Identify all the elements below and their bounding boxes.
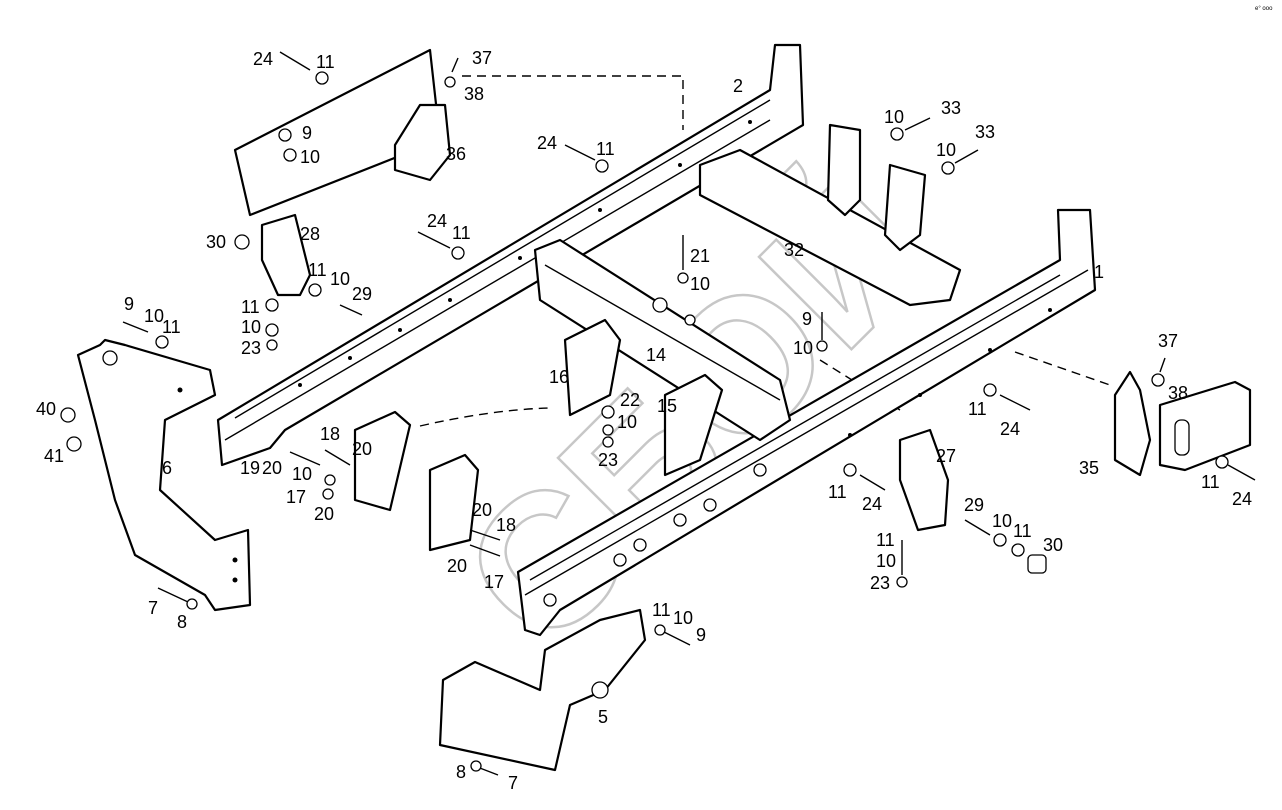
- callout-17: 17: [286, 487, 306, 507]
- callout-38: 38: [464, 84, 484, 104]
- callout-9: 9: [302, 123, 312, 143]
- callout-8: 8: [456, 762, 466, 782]
- callout-15: 15: [657, 396, 677, 416]
- front-bracket-6: [76, 338, 252, 612]
- callout-11: 11: [241, 297, 260, 317]
- callout-6: 6: [162, 458, 172, 478]
- callout-10: 10: [673, 608, 693, 628]
- callout-16: 16: [549, 367, 569, 387]
- callout-24: 24: [427, 211, 447, 231]
- callout-24: 24: [1000, 419, 1020, 439]
- callout-17: 17: [484, 572, 504, 592]
- rear-bracket-5: [438, 608, 647, 772]
- bolts: [60, 51, 1256, 776]
- callout-37: 37: [472, 48, 492, 68]
- callout-29: 29: [964, 495, 984, 515]
- callout-24: 24: [862, 494, 882, 514]
- bracket-20: [353, 410, 480, 552]
- callout-36: 36: [446, 144, 466, 164]
- bracket-27: [898, 428, 950, 532]
- callout-20: 20: [447, 556, 467, 576]
- callout-11: 11: [828, 482, 847, 502]
- callout-10: 10: [876, 551, 896, 571]
- callout-9: 9: [802, 309, 812, 329]
- callout-11: 11: [162, 317, 181, 337]
- callout-18: 18: [496, 515, 516, 535]
- callouts: 24 11 37 38 2 9 10 36 10 33 24 11 10 33 …: [36, 48, 1252, 793]
- callout-10: 10: [330, 269, 350, 289]
- callout-11: 11: [1201, 472, 1220, 492]
- callout-30: 30: [1043, 535, 1063, 555]
- upper-rail-section: [233, 48, 452, 217]
- callout-10: 10: [884, 107, 904, 127]
- callout-18: 18: [320, 424, 340, 444]
- bracket-35-and-buffer: [1113, 370, 1252, 477]
- callout-24: 24: [1232, 489, 1252, 509]
- corner-mark: e° ooo: [1255, 6, 1273, 12]
- bracket-28: [260, 213, 312, 297]
- callout-35: 35: [1079, 458, 1099, 478]
- callout-11: 11: [308, 260, 327, 280]
- cross-member-32: [698, 123, 962, 307]
- callout-7: 7: [508, 773, 518, 793]
- callout-38: 38: [1168, 383, 1188, 403]
- callout-33: 33: [975, 122, 995, 142]
- callout-20: 20: [314, 504, 334, 524]
- callout-21: 21: [690, 246, 710, 266]
- callout-11: 11: [1013, 521, 1032, 541]
- callout-10: 10: [300, 147, 320, 167]
- callout-11: 11: [968, 399, 987, 419]
- callout-37: 37: [1158, 331, 1178, 351]
- callout-14: 14: [646, 345, 666, 365]
- cross-member-14: [533, 238, 792, 442]
- callout-10: 10: [992, 511, 1012, 531]
- callout-5: 5: [598, 707, 608, 727]
- callout-41: 41: [44, 446, 64, 466]
- left-frame-rail: [216, 43, 805, 467]
- callout-28: 28: [300, 224, 320, 244]
- callout-30: 30: [206, 232, 226, 252]
- callout-27: 27: [936, 446, 956, 466]
- callout-2: 2: [733, 76, 743, 96]
- callout-24: 24: [537, 133, 557, 153]
- callout-29: 29: [352, 284, 372, 304]
- callout-9: 9: [124, 294, 134, 314]
- callout-1: 1: [1094, 262, 1104, 282]
- callout-10: 10: [793, 338, 813, 358]
- callout-23: 23: [870, 573, 890, 593]
- callout-22: 22: [620, 390, 640, 410]
- callout-10: 10: [241, 317, 261, 337]
- callout-10: 10: [144, 306, 164, 326]
- callout-10: 10: [292, 464, 312, 484]
- callout-11: 11: [596, 139, 615, 159]
- callout-32: 32: [784, 240, 804, 260]
- callout-11: 11: [316, 52, 335, 72]
- callout-20: 20: [262, 458, 282, 478]
- callout-23: 23: [598, 450, 618, 470]
- callout-7: 7: [148, 598, 158, 618]
- callout-23: 23: [241, 338, 261, 358]
- callout-24: 24: [253, 49, 273, 69]
- bracket-15-16: [563, 318, 724, 477]
- callout-10: 10: [936, 140, 956, 160]
- callout-11: 11: [876, 530, 895, 550]
- callout-10: 10: [617, 412, 637, 432]
- callout-19: 19: [240, 458, 260, 478]
- right-frame-rail: [516, 208, 1097, 637]
- callout-10: 10: [690, 274, 710, 294]
- callout-20: 20: [472, 500, 492, 520]
- callout-9: 9: [696, 625, 706, 645]
- callout-20: 20: [352, 439, 372, 459]
- callout-33: 33: [941, 98, 961, 118]
- callout-8: 8: [177, 612, 187, 632]
- callout-11: 11: [652, 600, 671, 620]
- callout-40: 40: [36, 399, 56, 419]
- callout-11: 11: [452, 223, 471, 243]
